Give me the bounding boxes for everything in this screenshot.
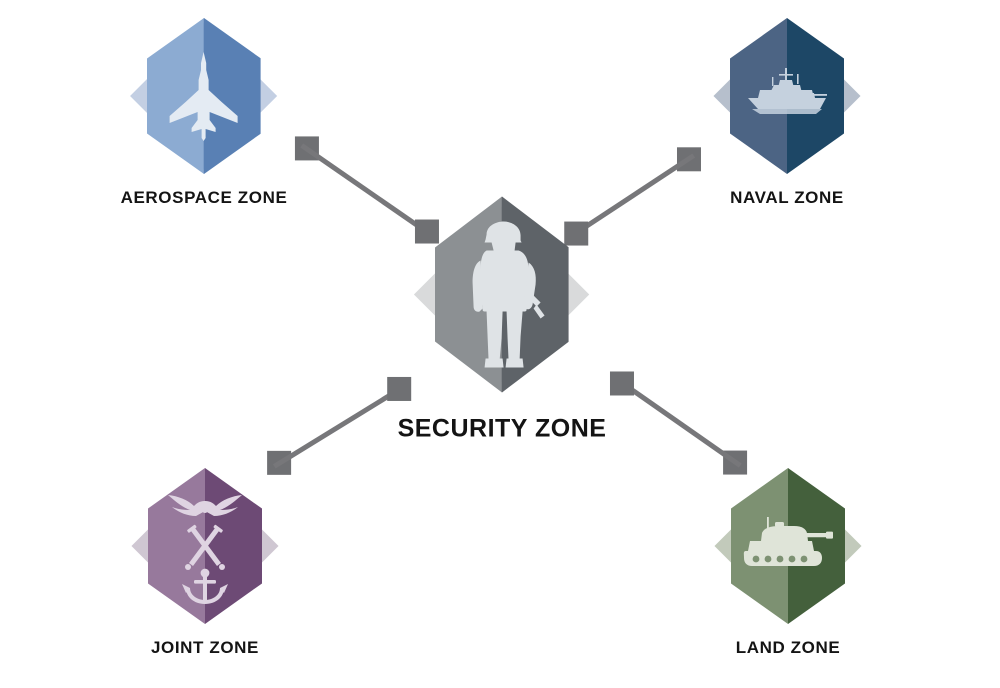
- node-label: SECURITY ZONE: [397, 414, 607, 443]
- badge-half-left: [148, 468, 205, 624]
- badge-aerospace[interactable]: [130, 18, 278, 174]
- connector-cap-end: [609, 371, 634, 396]
- badge-half-left: [731, 468, 788, 624]
- badge-hexagon: [148, 468, 262, 624]
- badge-half-right: [787, 18, 844, 174]
- badge-half-left: [730, 18, 787, 174]
- badge-half-left: [435, 196, 502, 393]
- badge-half-right: [788, 468, 845, 624]
- badge-hexagon: [731, 468, 845, 624]
- node-label: LAND ZONE: [735, 638, 841, 657]
- badge-hexagon: [730, 18, 844, 174]
- badge-security[interactable]: [414, 196, 590, 393]
- badge-half-left: [147, 18, 204, 174]
- badge-half-right: [204, 18, 261, 174]
- badge-land[interactable]: [714, 468, 862, 624]
- badge-hexagon: [147, 18, 261, 174]
- badge-half-right: [205, 468, 262, 624]
- node-security-zone[interactable]: SECURITY ZONE: [397, 196, 607, 444]
- badge-hexagon: [435, 196, 569, 393]
- node-land-zone[interactable]: LAND ZONE: [714, 468, 862, 658]
- node-joint-zone[interactable]: JOINT ZONE: [131, 468, 279, 658]
- node-label: JOINT ZONE: [150, 638, 259, 657]
- connector-land-to-security: [609, 371, 748, 475]
- badge-joint[interactable]: [131, 468, 279, 624]
- connector-joint-to-security: [267, 377, 411, 475]
- badge-half-right: [502, 196, 569, 393]
- connector-line: [615, 377, 742, 469]
- node-naval-zone[interactable]: NAVAL ZONE: [713, 18, 861, 208]
- connector-line: [272, 383, 406, 469]
- node-label: AEROSPACE ZONE: [120, 188, 288, 207]
- node-aerospace-zone[interactable]: AEROSPACE ZONE: [121, 18, 288, 208]
- node-label: NAVAL ZONE: [730, 188, 844, 207]
- badge-naval[interactable]: [713, 18, 861, 174]
